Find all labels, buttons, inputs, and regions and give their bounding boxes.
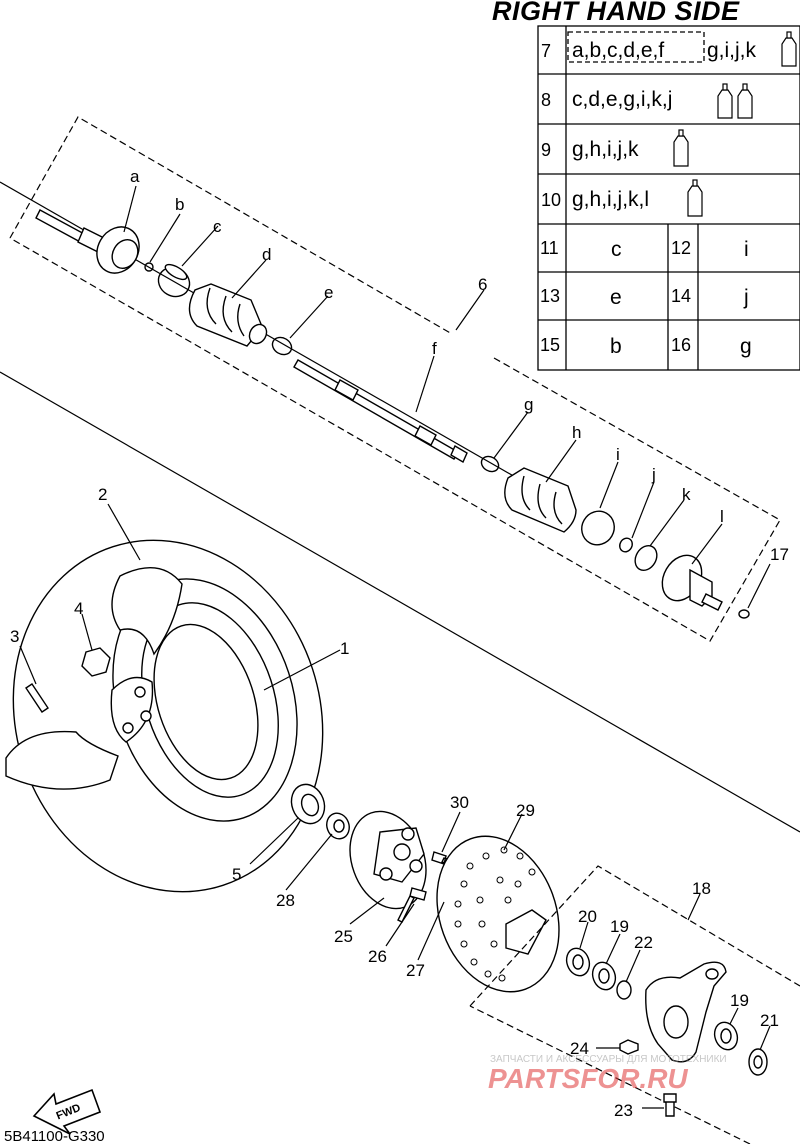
callout-number: 19 bbox=[730, 991, 749, 1010]
kit-number: 14 bbox=[671, 286, 691, 306]
part-letter: k bbox=[682, 485, 691, 504]
kit-number: 16 bbox=[671, 335, 691, 355]
kit-part: c bbox=[611, 238, 622, 261]
callout-number: 17 bbox=[770, 545, 789, 564]
grease-tube-icon bbox=[673, 31, 797, 217]
watermark-tagline: ЗАПЧАСТИ И АКСЕССУАРЫ ДЛЯ МОТОТЕХНИКИ bbox=[490, 1054, 727, 1065]
letter-leader-lines bbox=[123, 185, 771, 609]
kit-table-pairs: 11 c 12 i 13 e 14 j 15 b 16 g bbox=[540, 238, 752, 358]
part-letter: c bbox=[213, 217, 222, 236]
callout-number: 1 bbox=[340, 639, 349, 658]
callout-number: 19 bbox=[610, 917, 629, 936]
kit-table-row-10: 10 g,h,i,j,k,l bbox=[541, 188, 649, 211]
cv-joint-outer bbox=[35, 209, 140, 274]
kit-table-row-8: 8 c,d,e,g,i,k,j bbox=[541, 88, 672, 111]
kit-part: g bbox=[740, 335, 752, 358]
wheel-assembly bbox=[5, 539, 324, 893]
callout-number: 27 bbox=[406, 961, 425, 980]
kit-parts: a,b,c,d,e,f bbox=[572, 39, 664, 62]
valve bbox=[25, 683, 49, 713]
callout-number: 23 bbox=[614, 1101, 633, 1120]
diagram-code: 5B41100-G330 bbox=[4, 1128, 105, 1145]
brake-disc-holes bbox=[454, 846, 536, 982]
callout-number: 29 bbox=[516, 801, 535, 820]
kit-table-row-9: 9 g,h,i,j,k bbox=[541, 138, 639, 161]
callout-number: 21 bbox=[760, 1011, 779, 1030]
kit-table-row-7: 7 a,b,c,d,e,f g,i,j,k bbox=[541, 39, 757, 62]
part-letter: h bbox=[572, 423, 581, 442]
callout-number: 4 bbox=[74, 599, 83, 618]
rim-inner-half bbox=[5, 730, 119, 790]
kit-parts: g,h,i,j,k,l bbox=[572, 188, 649, 211]
callout-number: 20 bbox=[578, 907, 597, 926]
kit-number: 12 bbox=[671, 238, 691, 258]
part-letter: e bbox=[324, 283, 333, 302]
part-letter: d bbox=[262, 245, 271, 264]
kit-parts: g,h,i,j,k bbox=[572, 138, 639, 161]
kit-parts-extra: g,i,j,k bbox=[707, 39, 757, 62]
part-letter: b bbox=[175, 195, 184, 214]
kit-part: b bbox=[610, 335, 622, 358]
kit-parts: c,d,e,g,i,k,j bbox=[572, 88, 672, 111]
cv-boot-outer bbox=[188, 283, 268, 347]
knuckle-group-outline bbox=[469, 865, 800, 1144]
hub-parts bbox=[290, 783, 560, 993]
knuckle-parts bbox=[565, 947, 768, 1117]
callout-number: 24 bbox=[570, 1039, 589, 1058]
forward-arrow-icon: FWD bbox=[32, 1088, 102, 1135]
cv-boot-inner bbox=[504, 467, 577, 533]
callout-number: 25 bbox=[334, 927, 353, 946]
kit-number: 10 bbox=[541, 190, 561, 210]
wheel-hub bbox=[349, 810, 427, 910]
kit-number: 15 bbox=[540, 335, 560, 355]
kit-number: 11 bbox=[540, 238, 559, 258]
shaft-letters: a b c d e f g h i j k l bbox=[130, 167, 724, 526]
callout-number: 30 bbox=[450, 793, 469, 812]
callout-leader-lines bbox=[19, 503, 771, 1109]
part-callouts: 1 2 3 4 5 6 17 18 19 19 20 21 22 23 24 2… bbox=[10, 275, 789, 1120]
callout-number: 28 bbox=[276, 891, 295, 910]
kit-part: e bbox=[610, 286, 622, 309]
rim-outer-half bbox=[111, 567, 183, 656]
watermark-brand: PARTSFOR.RU bbox=[488, 1063, 688, 1094]
part-letter: g bbox=[524, 395, 533, 414]
driveshaft-group-outline bbox=[9, 116, 781, 642]
callout-number: 5 bbox=[232, 865, 241, 884]
cv-joint-inner bbox=[661, 554, 723, 611]
driveshaft-parts bbox=[35, 209, 750, 619]
callout-number: 3 bbox=[10, 627, 19, 646]
part-letter: a bbox=[130, 167, 140, 186]
kit-number: 7 bbox=[541, 41, 551, 61]
steering-knuckle bbox=[645, 961, 727, 1063]
part-letter: f bbox=[432, 339, 437, 358]
callout-number: 6 bbox=[478, 275, 487, 294]
callout-number: 26 bbox=[368, 947, 387, 966]
kit-table bbox=[537, 25, 800, 371]
kit-number: 13 bbox=[540, 286, 560, 306]
part-letter: l bbox=[720, 507, 724, 526]
callout-number: 2 bbox=[98, 485, 107, 504]
nut bbox=[81, 647, 111, 677]
callout-number: 18 bbox=[692, 879, 711, 898]
page-title: RIGHT HAND SIDE bbox=[492, 0, 740, 26]
kit-part: j bbox=[743, 286, 749, 309]
callout-number: 22 bbox=[634, 933, 653, 952]
part-letter: i bbox=[616, 445, 620, 464]
kit-part: i bbox=[744, 238, 749, 261]
axle-shaft bbox=[293, 359, 468, 463]
brake-disc bbox=[436, 835, 560, 993]
watermark: ЗАПЧАСТИ И АКСЕССУАРЫ ДЛЯ МОТОТЕХНИКИ PA… bbox=[488, 1054, 727, 1094]
kit-number: 9 bbox=[541, 140, 551, 160]
part-letter: j bbox=[651, 465, 656, 484]
kit-number: 8 bbox=[541, 90, 551, 110]
